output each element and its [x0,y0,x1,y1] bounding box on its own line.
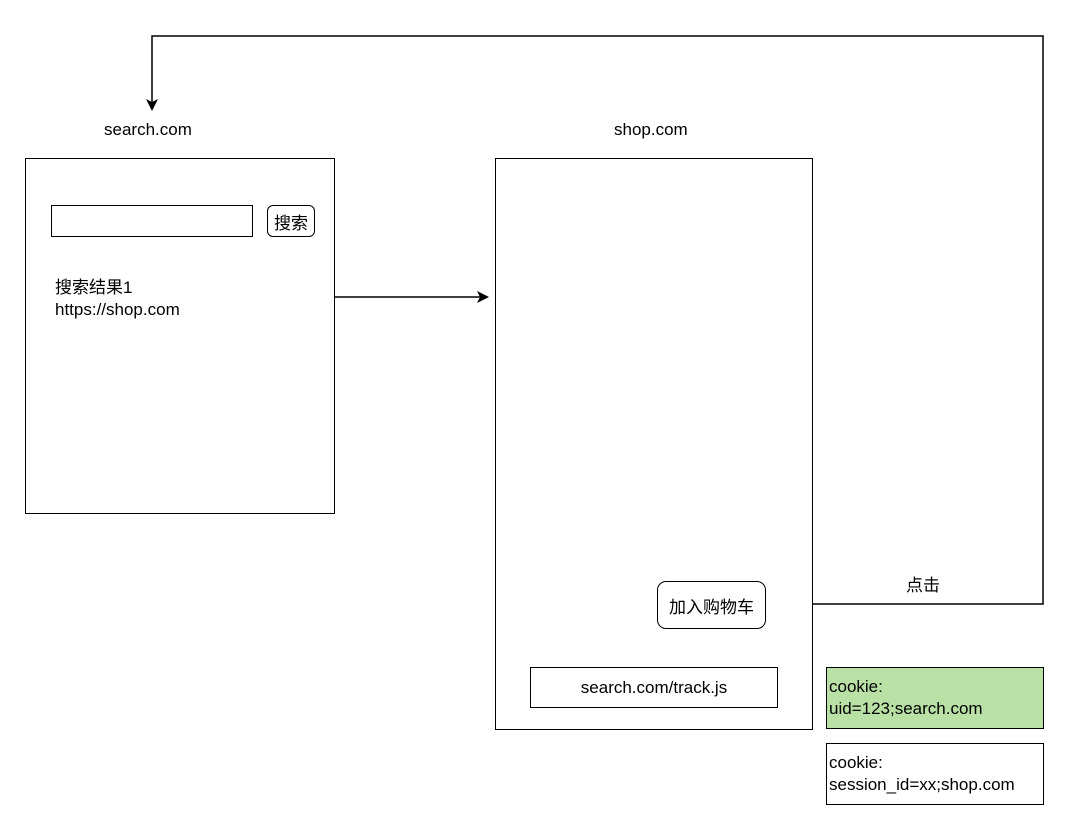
cart-click-feedback-arrow [146,35,1044,605]
search-result-link[interactable]: https://shop.com [55,300,180,319]
shop-site-title: shop.com [614,120,688,139]
search-button[interactable]: 搜索 [267,205,315,237]
cookie-value: session_id=xx;shop.com [829,775,1015,794]
cookie-box-shop: cookie: session_id=xx;shop.com [826,743,1044,805]
search-result-title: 搜索结果1 [55,278,133,297]
click-label: 点击 [906,576,940,595]
search-input[interactable] [51,205,253,237]
add-to-cart-button[interactable]: 加入购物车 [657,581,766,629]
shop-site-frame [495,158,813,730]
track-script-box: search.com/track.js [530,667,778,708]
cookie-value: uid=123;search.com [829,699,983,718]
search-site-title: search.com [104,120,192,139]
cookie-label: cookie: [829,753,883,772]
cookie-label: cookie: [829,677,883,696]
cookie-box-search: cookie: uid=123;search.com [826,667,1044,729]
